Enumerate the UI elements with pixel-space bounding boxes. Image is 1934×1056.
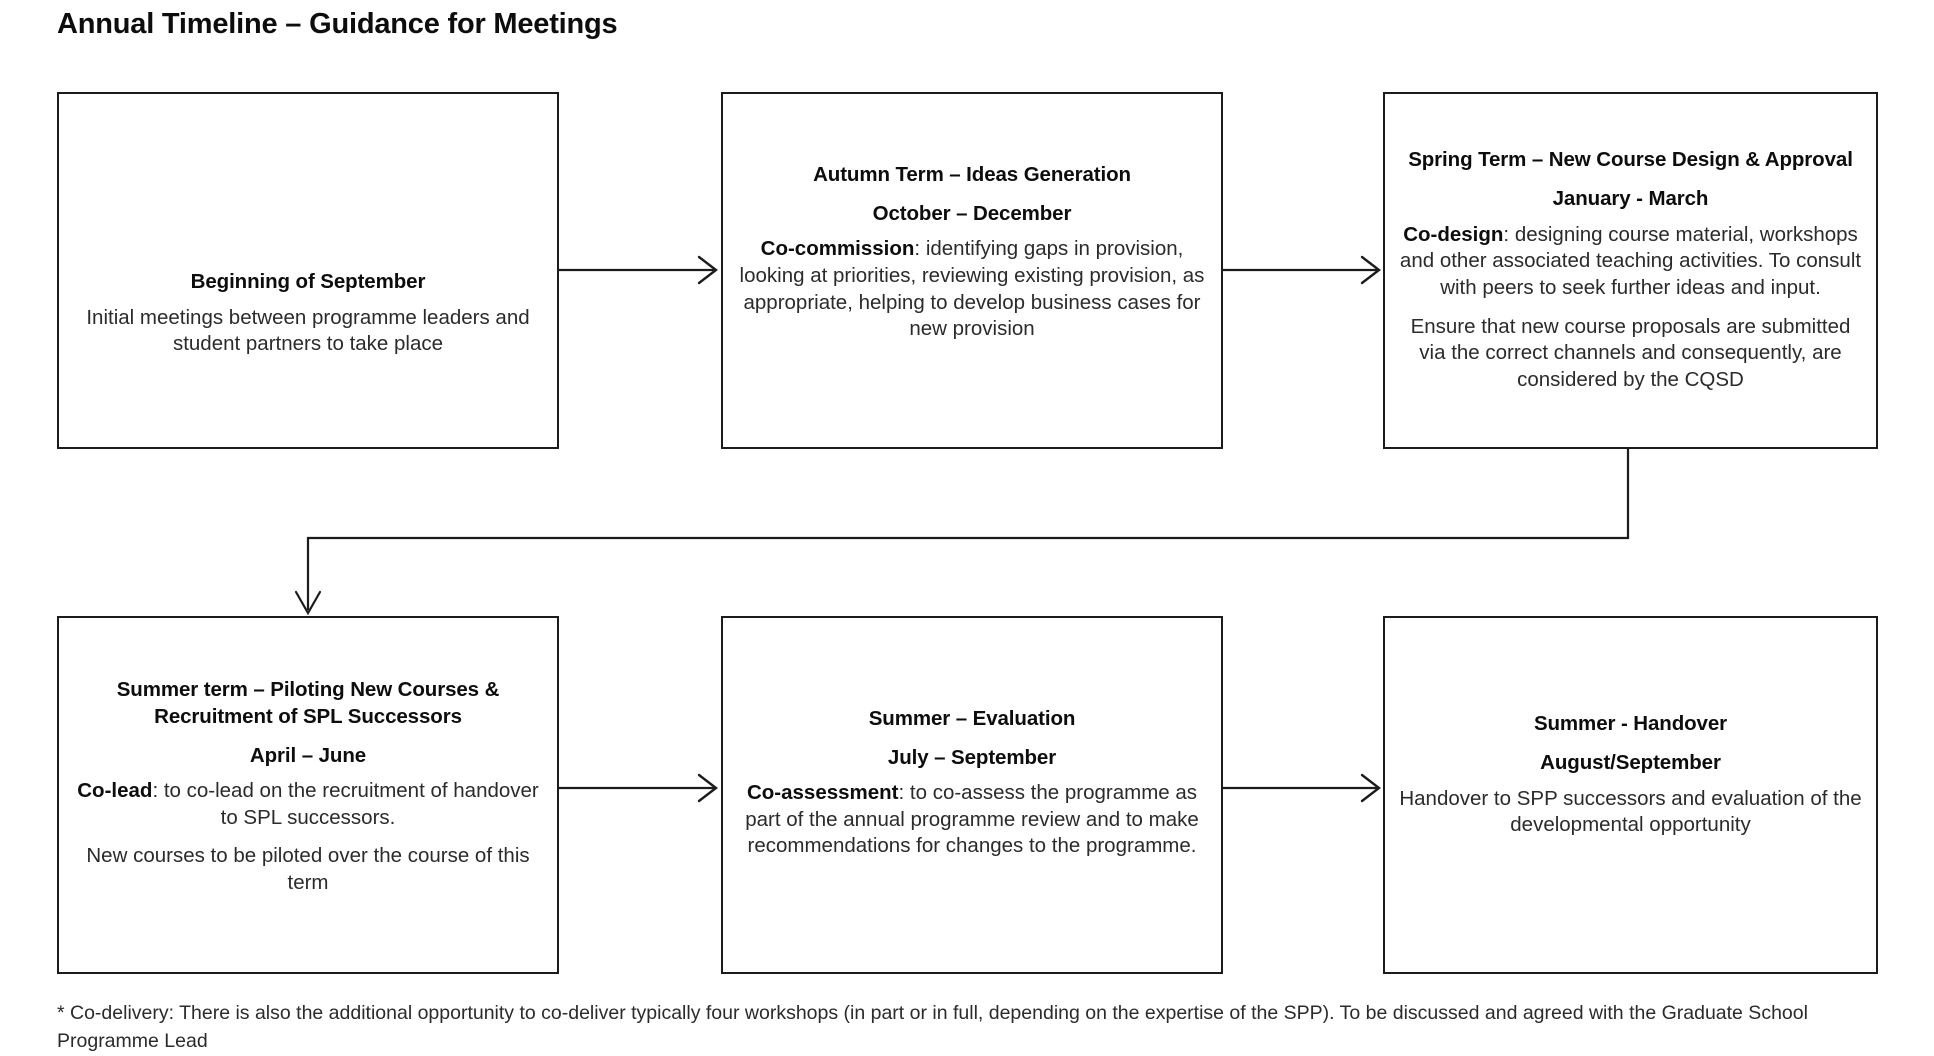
box-5-body-lead: Co-assessment [746, 781, 899, 805]
box-4-body-lead: Co-lead [77, 779, 153, 803]
box-6-subheading: August/September [1540, 750, 1721, 774]
box-3-body-text: : designing course material, workshops a… [1399, 222, 1862, 299]
box-5-subheading: July – September [887, 745, 1057, 769]
box-6-heading: Summer - Handover [1533, 712, 1728, 736]
box-2-body-lead: Co-commission [760, 237, 915, 261]
box-4-content: Summer term – Piloting New Courses & Rec… [73, 677, 543, 896]
timeline-box-summer-evaluation[interactable]: Summer – Evaluation July – September Co-… [721, 616, 1223, 974]
box-3-body-lead: Co-design [1403, 222, 1504, 246]
box-1-body: Initial meetings between programme leade… [86, 305, 530, 356]
box-1-content: Beginning of September Initial meetings … [73, 269, 543, 358]
box-5-content: Summer – Evaluation July – September Co-… [737, 706, 1207, 860]
box-4-body: Co-lead: to co-lead on the recruitment o… [73, 778, 543, 831]
box-5-body: Co-assessment: to co-assess the programm… [737, 780, 1207, 860]
timeline-box-summer-term-piloting[interactable]: Summer term – Piloting New Courses & Rec… [57, 616, 559, 974]
box-6-body: Handover to SPP successors and evaluatio… [1399, 786, 1862, 837]
timeline-box-summer-handover[interactable]: Summer - Handover August/September Hando… [1383, 616, 1878, 974]
box-1-heading: Beginning of September [190, 270, 426, 294]
box-2-body: Co-commission: identifying gaps in provi… [737, 236, 1207, 343]
box-4-subheading: April – June [249, 743, 367, 767]
box-2-content: Autumn Term – Ideas Generation October –… [737, 162, 1207, 343]
box-2-body-text: : identifying gaps in provision, looking… [739, 237, 1205, 341]
box-5-heading: Summer – Evaluation [868, 706, 1076, 730]
box-3-heading: Spring Term – New Course Design & Approv… [1408, 148, 1853, 172]
page-title: Annual Timeline – Guidance for Meetings [57, 8, 618, 40]
box-2-heading: Autumn Term – Ideas Generation [813, 163, 1131, 187]
box-3-content: Spring Term – New Course Design & Approv… [1399, 147, 1862, 393]
box-3-subheading: January - March [1552, 187, 1709, 211]
timeline-box-autumn-term[interactable]: Autumn Term – Ideas Generation October –… [721, 92, 1223, 449]
box-3-body-2: Ensure that new course proposals are sub… [1410, 314, 1851, 391]
box-4-body-text: : to co-lead on the recruitment of hando… [152, 779, 539, 829]
arrow-box1-to-box2 [559, 255, 718, 285]
arrow-box3-to-box4 [294, 449, 1630, 616]
box-4-body-2: New courses to be piloted over the cours… [86, 844, 530, 895]
footnote-co-delivery: * Co-delivery: There is also the additio… [57, 1002, 1808, 1052]
box-2-subheading: October – December [872, 201, 1072, 225]
box-6-content: Summer - Handover August/September Hando… [1399, 711, 1862, 839]
arrow-box2-to-box3 [1223, 255, 1381, 285]
box-5-body-text: : to co-assess the programme as part of … [745, 781, 1199, 858]
box-4-heading: Summer term – Piloting New Courses & Rec… [116, 678, 500, 728]
timeline-box-spring-term[interactable]: Spring Term – New Course Design & Approv… [1383, 92, 1878, 449]
timeline-box-beginning-of-september[interactable]: Beginning of September Initial meetings … [57, 92, 559, 449]
box-3-body: Co-design: designing course material, wo… [1399, 222, 1862, 302]
arrow-box4-to-box5 [559, 773, 718, 803]
arrow-box5-to-box6 [1223, 773, 1381, 803]
